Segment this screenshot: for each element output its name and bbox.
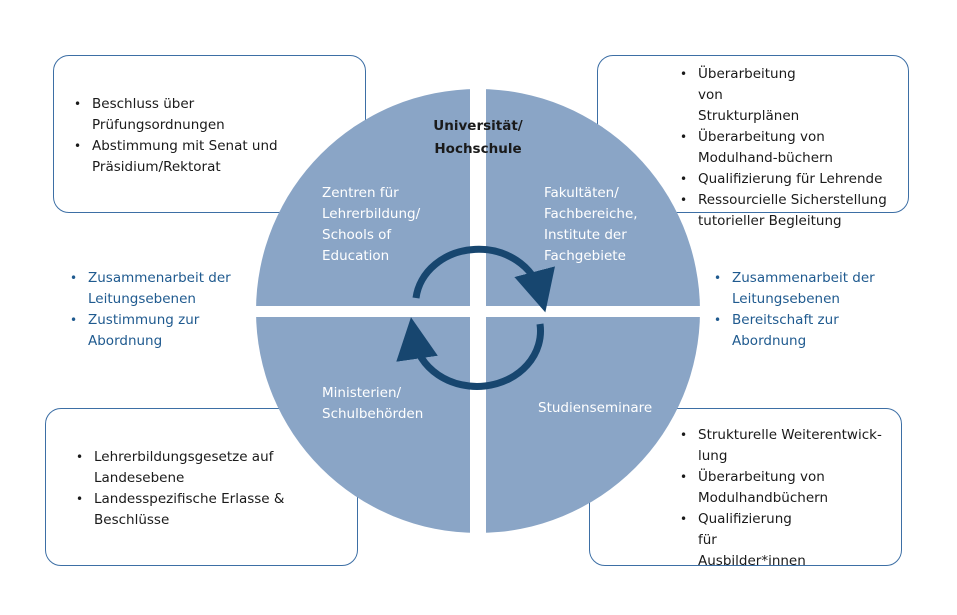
quadrant-label: Schools of bbox=[322, 227, 392, 243]
quadrant-label: Lehrerbildung/ bbox=[322, 206, 421, 222]
list-item: Abstimmung mit Senat und Präsidium/Rekto… bbox=[70, 136, 360, 178]
quadrant-label: Schulbehörden bbox=[322, 406, 423, 422]
list-item: Landesspezifische Erlasse & Beschlüsse bbox=[72, 489, 357, 531]
quadrant-label: Fachbereiche, bbox=[544, 206, 638, 222]
cycle-arrow-top-icon bbox=[412, 245, 555, 313]
quadrant-label: Studienseminare bbox=[538, 400, 652, 416]
quadrant-label: Zentren für bbox=[322, 185, 399, 201]
list-item: Überarbeitung von Modulhandbüchern bbox=[676, 467, 901, 509]
list-item: Qualifizierung für Lehrende bbox=[676, 169, 908, 190]
quadrant-label: Education bbox=[322, 248, 389, 264]
center-title-line-2: Hochschule bbox=[434, 141, 521, 157]
quadrant-label: Fakultäten/ bbox=[544, 185, 619, 201]
box-bottom-right: Strukturelle Weiterentwick-lung Überarbe… bbox=[589, 408, 902, 569]
center-title-line-1: Universität/ bbox=[433, 118, 522, 134]
list-item: Ressourcielle Sicherstellung tutorieller… bbox=[676, 190, 908, 232]
quadrant-label: Institute der bbox=[544, 227, 627, 243]
side-list-right: Zusammenarbeit der Leitungsebenen Bereit… bbox=[710, 268, 890, 352]
quadrant-label: Fachgebiete bbox=[544, 248, 626, 264]
quadrant-label: Ministerien/ bbox=[322, 385, 402, 401]
list-item: Lehrerbildungsgesetze auf Landesebene bbox=[72, 447, 357, 489]
list-item: Zusammenarbeit der Leitungsebenen bbox=[66, 268, 246, 310]
list-item: Zusammenarbeit der Leitungsebenen bbox=[710, 268, 890, 310]
box-top-left: Beschluss über Prüfungsordnungen Abstimm… bbox=[53, 55, 366, 213]
list-item: Bereitschaft zur Abordnung bbox=[710, 310, 890, 352]
list-item: Beschluss über Prüfungsordnungen bbox=[70, 94, 360, 136]
list-item: Strukturelle Weiterentwick-lung bbox=[676, 425, 901, 467]
quadrant-bottom-right bbox=[486, 317, 700, 533]
list-item: Überarbeitung von Strukturplänen bbox=[676, 64, 908, 127]
list-item: Überarbeitung von Modulhand-büchern bbox=[676, 127, 908, 169]
quadrant-bottom-left bbox=[256, 317, 470, 533]
list-item: Zustimmung zur Abordnung bbox=[66, 310, 246, 352]
list-item: Qualifizierung für Ausbilder*innen bbox=[676, 509, 901, 572]
cycle-arrow-bottom-icon bbox=[396, 317, 544, 390]
side-list-left: Zusammenarbeit der Leitungsebenen Zustim… bbox=[66, 268, 246, 352]
